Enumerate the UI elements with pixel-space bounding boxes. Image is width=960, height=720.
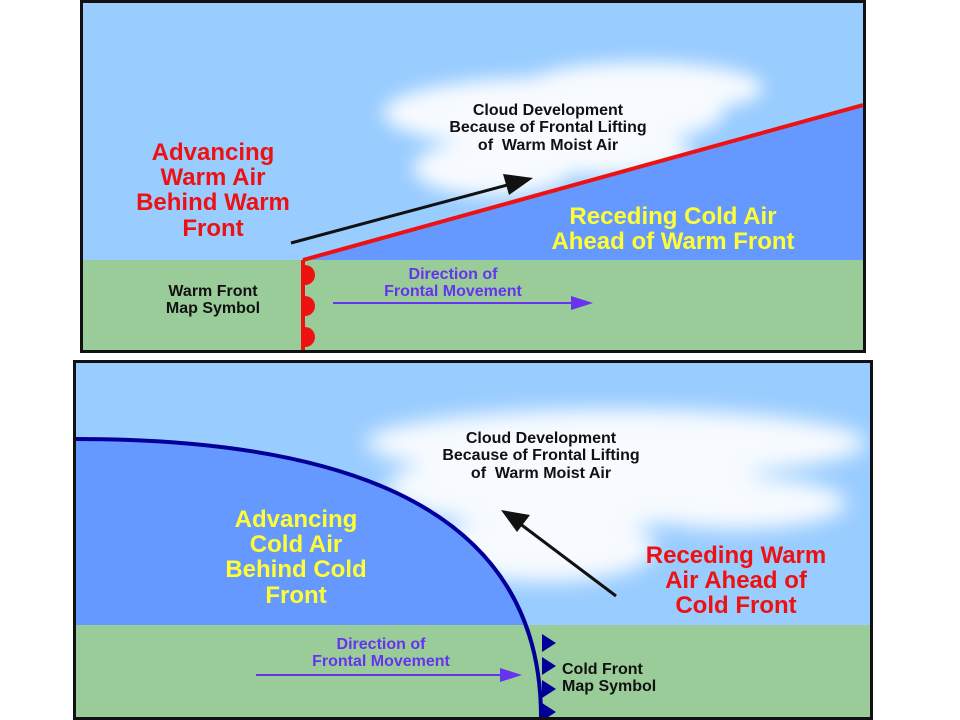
cold-front-triangle <box>542 680 556 698</box>
cold-front-boundary <box>76 437 543 717</box>
warm-front-panel: Advancing Warm Air Behind Warm Front Clo… <box>80 0 866 353</box>
label-line: Front <box>265 581 327 609</box>
label-line: Behind Warm <box>136 189 290 217</box>
warm-front-semicircle <box>305 265 315 285</box>
label-line: Direction of <box>408 266 498 283</box>
label-line: Behind Cold <box>225 556 367 584</box>
label-line: Because of Frontal Lifting <box>442 447 640 465</box>
label-line: Frontal Movement <box>384 282 522 300</box>
label-line: Cold Front <box>675 592 797 620</box>
warm-front-semicircle <box>305 296 315 316</box>
ground <box>83 260 863 350</box>
cold-front-panel: Advancing Cold Air Behind Cold Front Clo… <box>73 360 873 720</box>
label-line: Air Ahead of <box>665 567 807 595</box>
label-line: Cold Air <box>249 531 343 559</box>
lifting-arrow <box>501 510 617 598</box>
cloud <box>383 62 763 196</box>
cloud-development-label: Cloud Development Because of Frontal Lif… <box>406 430 676 482</box>
warm-front-symbol-label: Warm Front Map Symbol <box>143 283 283 318</box>
label-line: Warm Air <box>160 164 266 192</box>
warm-front-symbols <box>305 265 315 347</box>
label-line: Warm Front <box>168 283 258 300</box>
label-line: Receding Cold Air <box>569 203 777 230</box>
cold-front-triangle <box>542 703 556 717</box>
label-line: of Warm Moist Air <box>470 464 612 482</box>
label-line: Cloud Development <box>465 430 617 447</box>
movement-direction-label: Direction of Frontal Movement <box>353 266 553 301</box>
label-line: Direction of <box>336 636 426 653</box>
cold-front-symbol-label: Cold Front Map Symbol <box>562 661 702 696</box>
label-line: Cloud Development <box>472 102 624 119</box>
label-line: Frontal Movement <box>312 652 450 670</box>
cold-front-symbols <box>542 634 556 717</box>
label-line: Cold Front <box>562 661 643 678</box>
label-line: Map Symbol <box>562 678 657 696</box>
cold-front-triangle <box>542 634 556 652</box>
movement-arrow <box>256 668 522 682</box>
label-line: Advancing <box>234 506 358 533</box>
warm-front-diagram <box>83 3 863 350</box>
ground <box>76 625 870 717</box>
label-line: Receding Warm <box>645 542 827 569</box>
advancing-cold-air-label: Advancing Cold Air Behind Cold Front <box>186 507 406 608</box>
label-line: Map Symbol <box>165 300 261 318</box>
cloud-development-label: Cloud Development Because of Frontal Lif… <box>413 102 683 154</box>
label-line: of Warm Moist Air <box>477 136 619 154</box>
movement-arrow <box>333 296 593 310</box>
movement-direction-label: Direction of Frontal Movement <box>281 636 481 671</box>
receding-warm-air-label: Receding Warm Air Ahead of Cold Front <box>606 543 866 619</box>
cold-front-diagram <box>76 363 870 717</box>
cold-front-triangle <box>542 657 556 675</box>
warm-front-boundary <box>302 103 863 262</box>
cloud <box>366 409 866 582</box>
lifting-arrow <box>290 174 533 245</box>
label-line: Front <box>182 214 244 242</box>
label-line: Ahead of Warm Front <box>551 228 795 256</box>
advancing-warm-air-label: Advancing Warm Air Behind Warm Front <box>103 140 323 241</box>
warm-front-semicircle <box>305 327 315 347</box>
label-line: Because of Frontal Lifting <box>449 119 647 137</box>
label-line: Advancing <box>151 139 275 166</box>
receding-cold-air-label: Receding Cold Air Ahead of Warm Front <box>503 203 843 256</box>
